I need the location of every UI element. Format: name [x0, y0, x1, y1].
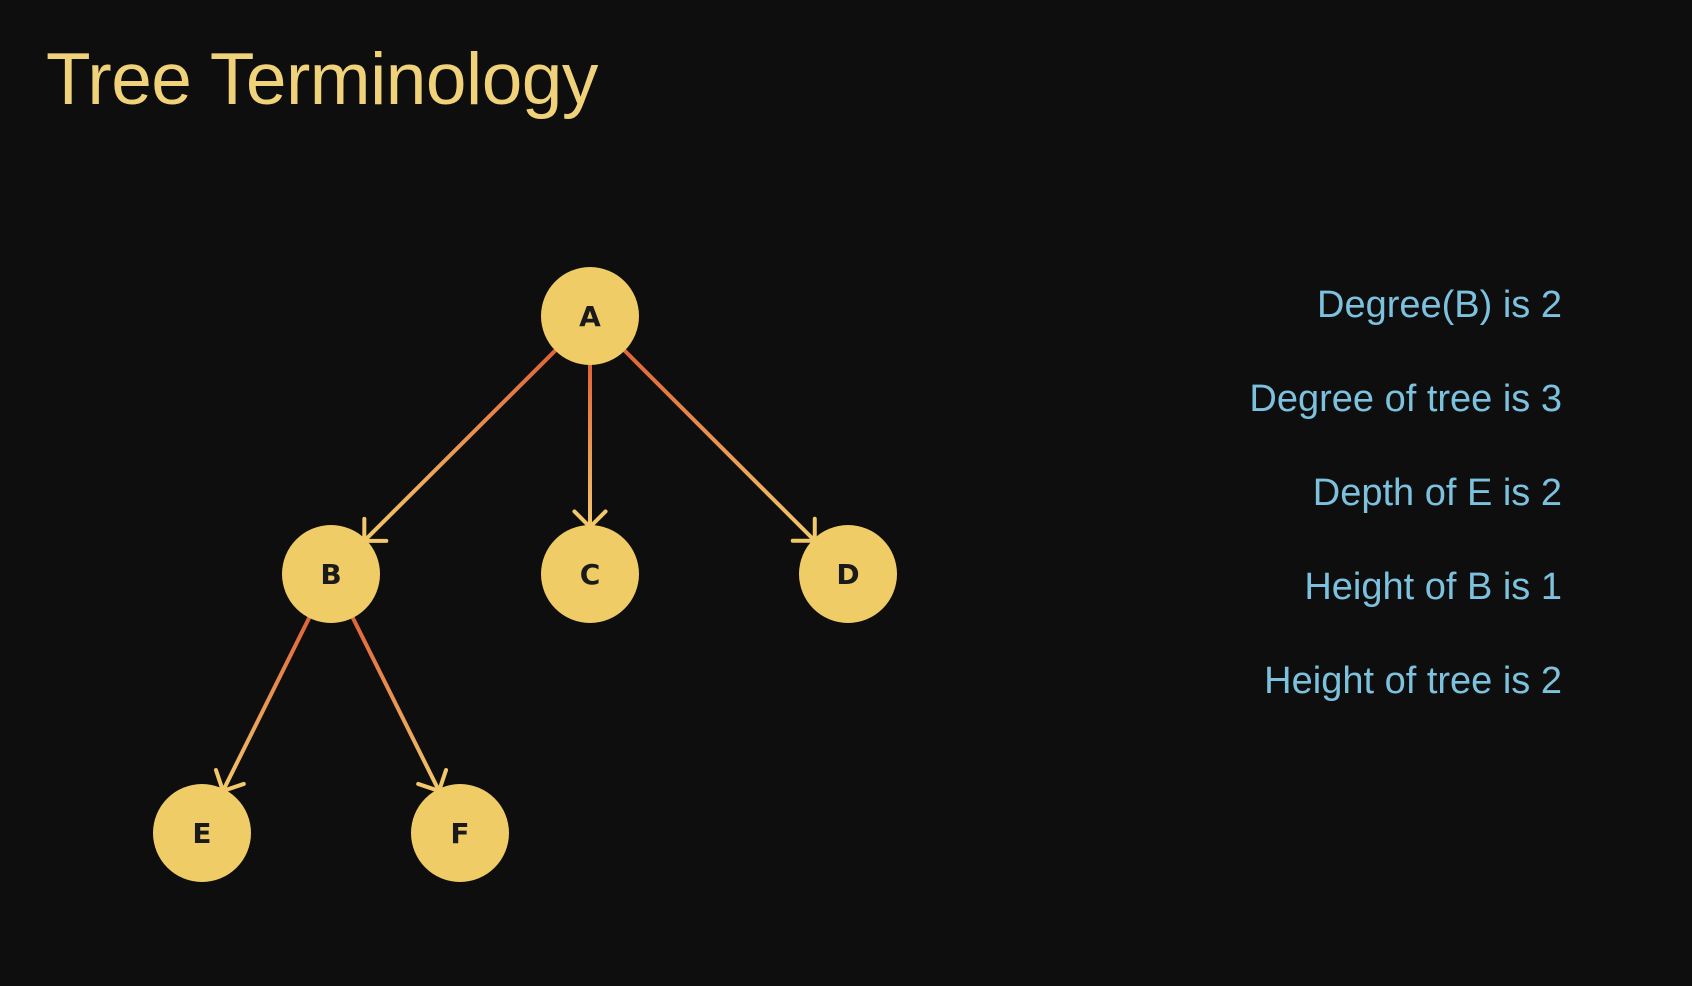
edge-A-B [362, 348, 558, 543]
node-circle [153, 784, 251, 882]
node-label: E [192, 817, 211, 850]
node-a: A [541, 267, 639, 365]
facts-list: Degree(B) is 2 Degree of tree is 3 Depth… [1249, 286, 1562, 756]
node-circle [541, 525, 639, 623]
fact-degree-b: Degree(B) is 2 [1317, 284, 1562, 326]
fact-degree-tree: Degree of tree is 3 [1249, 378, 1562, 420]
node-circle [282, 525, 380, 623]
node-f: F [411, 784, 509, 882]
node-b: B [282, 525, 380, 623]
node-label: B [320, 558, 341, 591]
edge-A-C [572, 363, 608, 529]
node-label: D [836, 558, 859, 591]
edge-A-D [622, 348, 817, 543]
fact-depth-e: Depth of E is 2 [1312, 472, 1562, 514]
node-circle [799, 525, 897, 623]
slide-title: Tree Terminology [46, 39, 598, 120]
fact-height-b: Height of B is 1 [1304, 566, 1562, 608]
node-e: E [153, 784, 251, 882]
node-c: C [541, 525, 639, 623]
node-circle [411, 784, 509, 882]
edge-B-F [350, 615, 449, 793]
node-circle [541, 267, 639, 365]
node-label: A [579, 300, 601, 333]
node-d: D [799, 525, 897, 623]
nodes-layer: A B C D E F [153, 267, 897, 882]
node-label: F [450, 817, 469, 850]
edge-B-E [213, 615, 312, 793]
fact-height-tree: Height of tree is 2 [1264, 660, 1562, 702]
node-label: C [580, 558, 601, 591]
